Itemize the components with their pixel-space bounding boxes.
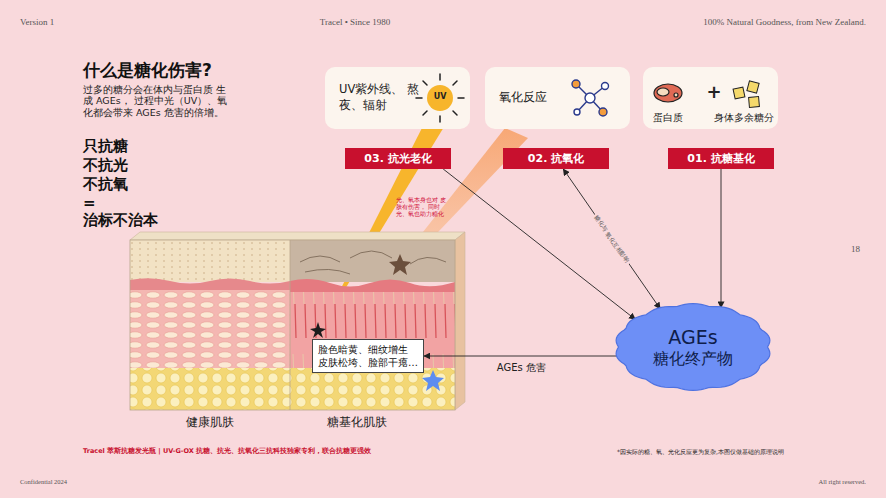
text-label: 糖基化肌肤 (327, 415, 387, 429)
text-label: 健康肌肤 (186, 415, 234, 429)
callout-text: 脸色暗黄、细纹增生 皮肤松垮、脸部干瘪… (318, 343, 418, 369)
box-text: UV紫外线、 熬夜、辐射 (339, 82, 419, 113)
text-label: 光、氧本身也对 皮肤有伤害， 同时光、氧也助力糖化 (396, 196, 450, 218)
text-label: 18 (851, 244, 860, 255)
text-label: 治标不治本 (83, 211, 158, 229)
text-label: Confidential 2024 (20, 478, 67, 486)
skin-block (130, 232, 465, 410)
text-label: 不抗氧 (83, 175, 128, 193)
text-label: Tracel • Since 1980 (320, 17, 391, 28)
box-text: + (706, 81, 721, 102)
meat-icon (654, 84, 682, 102)
factor-box: 蛋白质 + 身体多余糖分 (643, 67, 778, 129)
step-tag: 01. 抗糖基化 (668, 148, 774, 169)
sugar-cube-icon (733, 81, 759, 108)
step-tag: 03. 抗光老化 (345, 148, 451, 169)
factor-box: 氧化反应 (485, 67, 630, 129)
text-label: *因实际的糖、氧、光化反应更为复杂,本图仅做基础的原理说明 (617, 448, 784, 455)
factor-box: UV紫外线、 熬夜、辐射 (325, 67, 470, 129)
edge-label: 糖化与 氧化互相影响 (591, 212, 633, 266)
step-tag: 02. 抗氧化 (503, 148, 609, 169)
symptom-callout: 脸色暗黄、细纹增生 皮肤松垮、脸部干瘪… (312, 339, 424, 373)
cloud-shape (616, 304, 770, 391)
text-label: 100% Natural Goodness, from New Zealand. (703, 17, 866, 28)
cloud-text: AGEs (668, 326, 717, 349)
title: 什么是糖化伤害? (83, 60, 212, 80)
tag-text: 03. 抗光老化 (349, 151, 447, 166)
box-text: 氧化反应 (499, 90, 579, 106)
sun-icon (416, 74, 464, 122)
text-label: 只抗糖 (83, 137, 128, 155)
box-text: 蛋白质 (653, 111, 683, 125)
text-label: All right reserved. (819, 478, 866, 486)
connector (721, 169, 722, 308)
connector (443, 169, 635, 319)
connector (563, 169, 660, 309)
text-label: = (83, 194, 96, 212)
molecule-icon (572, 80, 609, 116)
text-label: Tracel 萃斯抗糖发光瓶 | UV-G-OX 抗糖、抗光、抗氧化三抗科技独家… (83, 448, 371, 456)
ages-cloud: AGEs糖化终产物 (612, 300, 774, 394)
text-label: UV (434, 92, 447, 102)
connector (424, 356, 619, 357)
cloud-text: 糖化终产物 (653, 349, 733, 368)
text-label: 过多的糖分会在体内与蛋白质 生成 AGEs， 过程中光（UV）、氧化都会带来 A… (83, 84, 233, 118)
tag-text: 02. 抗氧化 (507, 151, 605, 166)
edge-label: AGEs 危害 (497, 362, 546, 374)
text-label: Version 1 (20, 17, 54, 28)
text-label: 不抗光 (83, 156, 128, 174)
tag-text: 01. 抗糖基化 (672, 151, 770, 166)
box-text: 身体多余糖分 (714, 111, 774, 125)
